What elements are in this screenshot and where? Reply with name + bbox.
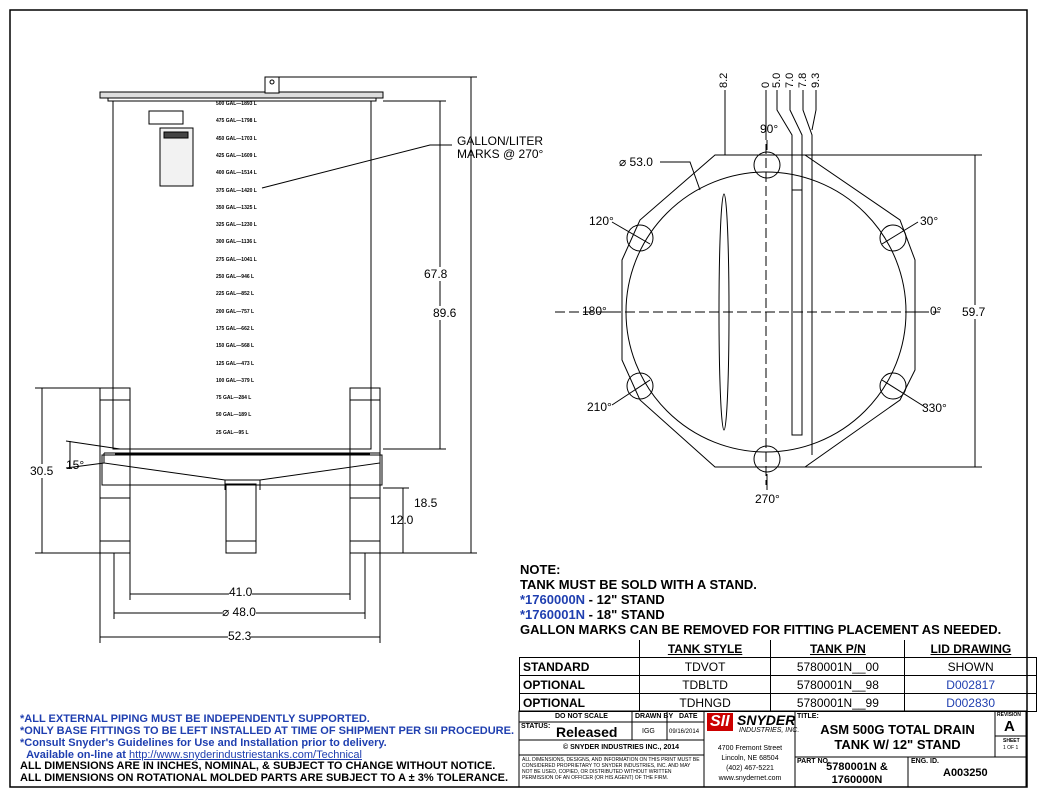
gallon-mark: 300 GAL—1136 L <box>216 239 257 246</box>
gallon-mark: 475 GAL—1798 L <box>216 118 257 125</box>
part-no-header: PART NO. <box>797 758 830 765</box>
note-option-12: *1760000N - 12" STAND <box>520 592 665 607</box>
angle-180: 180° <box>582 304 607 318</box>
gallon-mark: 200 GAL—757 L <box>216 308 255 315</box>
table-row: OPTIONAL TDBLTD 5780001N__98 D002817 <box>519 675 1037 694</box>
radial-7-8: 7.8 <box>797 72 809 88</box>
part-number: 5780001N & 1760000N <box>826 761 888 786</box>
date-value: 09/16/2014 <box>669 729 700 735</box>
dim-stand-width: 59.7 <box>962 305 986 319</box>
dim-overall-height: 89.6 <box>433 306 457 320</box>
piping-notes: *ALL EXTERNAL PIPING MUST BE INDEPENDENT… <box>20 713 515 761</box>
callout-line-2: MARKS @ 270° <box>457 147 544 161</box>
gallon-mark: 500 GAL—1893 L <box>216 101 257 107</box>
part-link-1760001N[interactable]: *1760001N <box>520 607 586 622</box>
note-option-18: *1760001N - 18" STAND <box>520 607 665 622</box>
part-link-1760000N[interactable]: *1760000N <box>520 592 586 607</box>
dim-cone-angle: 15° <box>66 458 85 472</box>
radial-5-0: 5.0 <box>771 72 783 88</box>
gallon-mark: 75 GAL—284 L <box>216 395 252 402</box>
radial-8-2: 8.2 <box>718 72 730 88</box>
dim-outlet-height: 18.5 <box>414 496 438 510</box>
date-header: DATE <box>679 713 698 720</box>
note-block: NOTE: TANK MUST BE SOLD WITH A STAND. *1… <box>520 562 1001 637</box>
gallon-mark: 175 GAL—662 L <box>216 325 255 332</box>
note-title: NOTE: <box>520 562 561 577</box>
company-address: 4700 Fremont Street Lincoln, NE 68504 (4… <box>717 745 783 782</box>
snyder-logo: SII SNYDER INDUSTRIES, INC. <box>707 712 799 740</box>
copyright: © SNYDER INDUSTRIES INC., 2014 <box>563 744 680 751</box>
gallon-mark: 150 GAL—568 L <box>216 343 255 350</box>
dim-tank-diameter: ⌀ 48.0 <box>222 605 256 619</box>
gallon-mark: 250 GAL—946 L <box>216 274 255 280</box>
dim-tank-height: 67.8 <box>424 267 448 281</box>
angle-210: 210° <box>587 400 612 414</box>
drawn-by-header: DRAWN BY <box>635 713 674 720</box>
radial-7-0: 7.0 <box>784 72 796 88</box>
angle-120: 120° <box>589 214 614 228</box>
table-row: STANDARD TDVOT 5780001N__00 SHOWN <box>519 657 1037 676</box>
col-tank-style: TANK STYLE <box>639 640 772 658</box>
gallon-mark: 225 GAL—852 L <box>216 291 255 298</box>
dim-overall-width: 52.3 <box>228 629 252 643</box>
lid-link-D002830[interactable]: D002830 <box>904 693 1037 712</box>
status-header: STATUS: <box>521 723 551 730</box>
gallon-mark: 450 GAL—1703 L <box>216 135 257 142</box>
col-lid-drawing: LID DRAWING <box>930 641 1012 656</box>
gallon-mark: 100 GAL—379 L <box>216 377 255 384</box>
gallon-mark: 400 GAL—1514 L <box>216 170 257 177</box>
drawn-by-value: IGG <box>642 728 655 735</box>
radial-9-3: 9.3 <box>810 72 822 88</box>
dim-top-diameter: ⌀ 53.0 <box>619 155 653 169</box>
note-line-4: GALLON MARKS CAN BE REMOVED FOR FITTING … <box>520 622 1002 637</box>
col-tank-pn: TANK P/N <box>770 640 906 658</box>
gallon-mark: 375 GAL—1420 L <box>216 187 257 194</box>
sii-logo-mark: SII <box>707 713 733 731</box>
front-view <box>35 76 477 643</box>
callout-line-1: GALLON/LITER <box>457 134 544 148</box>
gallon-mark: 425 GAL—1609 L <box>216 152 257 159</box>
gallon-mark: 275 GAL—1041 L <box>216 256 257 263</box>
lid-link-D002817[interactable]: D002817 <box>904 675 1037 694</box>
angle-330: 330° <box>922 401 947 415</box>
sheet-header: SHEET <box>1003 738 1020 744</box>
status-value: Released <box>556 724 618 740</box>
eng-id-header: ENG. ID. <box>911 758 940 765</box>
gallon-mark: 25 GAL—95 L <box>216 429 249 436</box>
drawing-title: ASM 500G TOTAL DRAIN TANK W/ 12" STAND <box>820 722 975 752</box>
sheet-value: 1 OF 1 <box>1003 745 1019 751</box>
legal-text: ALL DIMENSIONS, DESIGNS, AND INFORMATION… <box>522 757 700 781</box>
note-line-1: TANK MUST BE SOLD WITH A STAND. <box>520 577 757 592</box>
gallon-mark: 350 GAL—1325 L <box>216 204 257 211</box>
angle-0: 0° <box>930 304 942 318</box>
dim-leg-spacing: 41.0 <box>229 585 253 599</box>
logo-name: SNYDER <box>737 712 796 728</box>
angle-30: 30° <box>920 214 939 228</box>
dimension-notes: ALL DIMENSIONS ARE IN INCHES, NOMINAL, &… <box>20 760 509 784</box>
gallon-callout: GALLON/LITER MARKS @ 270° <box>457 135 543 161</box>
do-not-scale: DO NOT SCALE <box>555 713 608 720</box>
gallon-mark: 50 GAL—189 L <box>216 412 252 419</box>
eng-id-value: A003250 <box>943 767 988 779</box>
gallon-mark: 125 GAL—473 L <box>216 360 255 367</box>
technical-link[interactable]: http://www.snyderindustriestanks.com/Tec… <box>129 749 362 761</box>
dim-stand-height: 30.5 <box>30 464 54 478</box>
tank-options-table: TANK STYLE TANK P/N LID DRAWING STANDARD… <box>519 640 1037 712</box>
logo-sub: INDUSTRIES, INC. <box>739 727 800 734</box>
dim-leg-height: 12.0 <box>390 513 414 527</box>
table-header-row: TANK STYLE TANK P/N LID DRAWING <box>519 640 1037 658</box>
revision-value: A <box>1004 718 1015 735</box>
gallon-mark: 325 GAL—1230 L <box>216 222 257 229</box>
angle-90: 90° <box>760 122 779 136</box>
table-row: OPTIONAL TDHNGD 5780001N__99 D002830 <box>519 693 1037 712</box>
revision-header: REVISION <box>997 712 1021 718</box>
top-view <box>555 90 982 490</box>
title-header: TITLE: <box>797 713 819 720</box>
angle-270: 270° <box>755 492 780 506</box>
